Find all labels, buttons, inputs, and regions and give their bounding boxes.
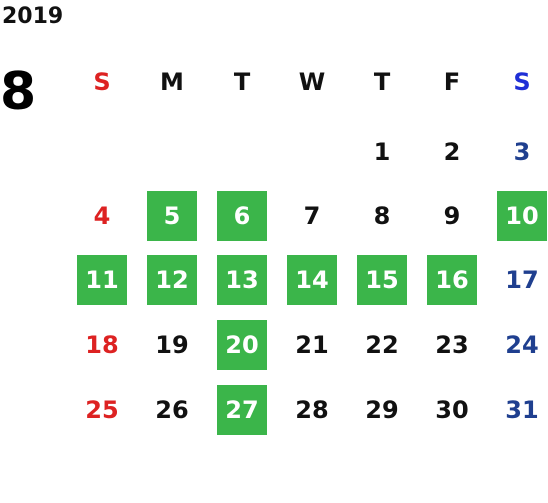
day-number: 5 [147, 191, 197, 241]
day-number: 4 [93, 202, 111, 230]
weekday-mon: M [137, 57, 207, 107]
weekday-label: T [373, 68, 391, 96]
day-number: 27 [217, 385, 267, 435]
day-cell: 18 [67, 320, 137, 370]
weekday-fri: F [417, 57, 487, 107]
day-number: 23 [435, 331, 469, 359]
day-cell: 14 [277, 255, 347, 305]
day-cell: 11 [67, 255, 137, 305]
day-cell: 12 [137, 255, 207, 305]
day-number: 21 [295, 331, 329, 359]
day-number: 19 [155, 331, 189, 359]
week-row-2: 4 5 6 7 8 9 10 [67, 191, 548, 241]
day-cell: 30 [417, 385, 487, 435]
day-number: 10 [497, 191, 547, 241]
day-cell: 21 [277, 320, 347, 370]
weekday-sun: S [67, 57, 137, 107]
day-cell: 25 [67, 385, 137, 435]
day-number: 22 [365, 331, 399, 359]
day-cell: 10 [487, 191, 548, 241]
day-number: 31 [505, 396, 539, 424]
day-cell: 6 [207, 191, 277, 241]
day-number: 24 [505, 331, 539, 359]
day-number: 29 [365, 396, 399, 424]
week-row-4: 18 19 20 21 22 23 24 [67, 320, 548, 370]
day-cell: 5 [137, 191, 207, 241]
week-row-1: 1 2 3 [67, 127, 548, 177]
day-number: 8 [373, 202, 391, 230]
weekday-label: F [443, 68, 461, 96]
weekday-label: T [233, 68, 251, 96]
day-number: 26 [155, 396, 189, 424]
weekday-tue: T [207, 57, 277, 107]
day-number: 20 [217, 320, 267, 370]
day-cell: 24 [487, 320, 548, 370]
day-cell: 1 [347, 127, 417, 177]
day-number: 9 [443, 202, 461, 230]
day-number: 12 [147, 255, 197, 305]
day-cell [67, 127, 137, 177]
day-cell: 4 [67, 191, 137, 241]
day-cell: 2 [417, 127, 487, 177]
day-cell [207, 127, 277, 177]
day-number: 15 [357, 255, 407, 305]
day-cell: 15 [347, 255, 417, 305]
day-cell: 22 [347, 320, 417, 370]
day-number: 14 [287, 255, 337, 305]
day-number: 28 [295, 396, 329, 424]
weekday-thu: T [347, 57, 417, 107]
day-number: 2 [443, 138, 461, 166]
day-cell: 29 [347, 385, 417, 435]
day-cell: 19 [137, 320, 207, 370]
day-number: 7 [303, 202, 321, 230]
day-number: 18 [85, 331, 119, 359]
day-number: 13 [217, 255, 267, 305]
weekday-label: S [93, 68, 111, 96]
weekday-label: S [513, 68, 531, 96]
day-number: 30 [435, 396, 469, 424]
day-number: 17 [505, 266, 539, 294]
year-label: 2019 [2, 4, 64, 29]
day-number: 6 [217, 191, 267, 241]
day-number: 3 [513, 138, 531, 166]
day-cell [277, 127, 347, 177]
day-cell: 27 [207, 385, 277, 435]
day-cell: 28 [277, 385, 347, 435]
weekday-label: M [160, 68, 184, 96]
day-number: 11 [77, 255, 127, 305]
month-label: 8 [0, 62, 37, 122]
day-cell: 26 [137, 385, 207, 435]
day-cell: 9 [417, 191, 487, 241]
day-cell: 20 [207, 320, 277, 370]
week-row-5: 25 26 27 28 29 30 31 [67, 385, 548, 435]
day-cell: 17 [487, 255, 548, 305]
day-cell [137, 127, 207, 177]
day-cell: 3 [487, 127, 548, 177]
day-number: 16 [427, 255, 477, 305]
weekday-header: S M T W T F S [67, 57, 548, 107]
weekday-wed: W [277, 57, 347, 107]
day-cell: 13 [207, 255, 277, 305]
day-number: 25 [85, 396, 119, 424]
day-cell: 31 [487, 385, 548, 435]
day-number: 1 [373, 138, 391, 166]
day-cell: 23 [417, 320, 487, 370]
day-cell: 16 [417, 255, 487, 305]
day-cell: 8 [347, 191, 417, 241]
weekday-label: W [298, 68, 326, 96]
day-cell: 7 [277, 191, 347, 241]
week-row-3: 11 12 13 14 15 16 17 [67, 255, 548, 305]
weekday-sat: S [487, 57, 548, 107]
